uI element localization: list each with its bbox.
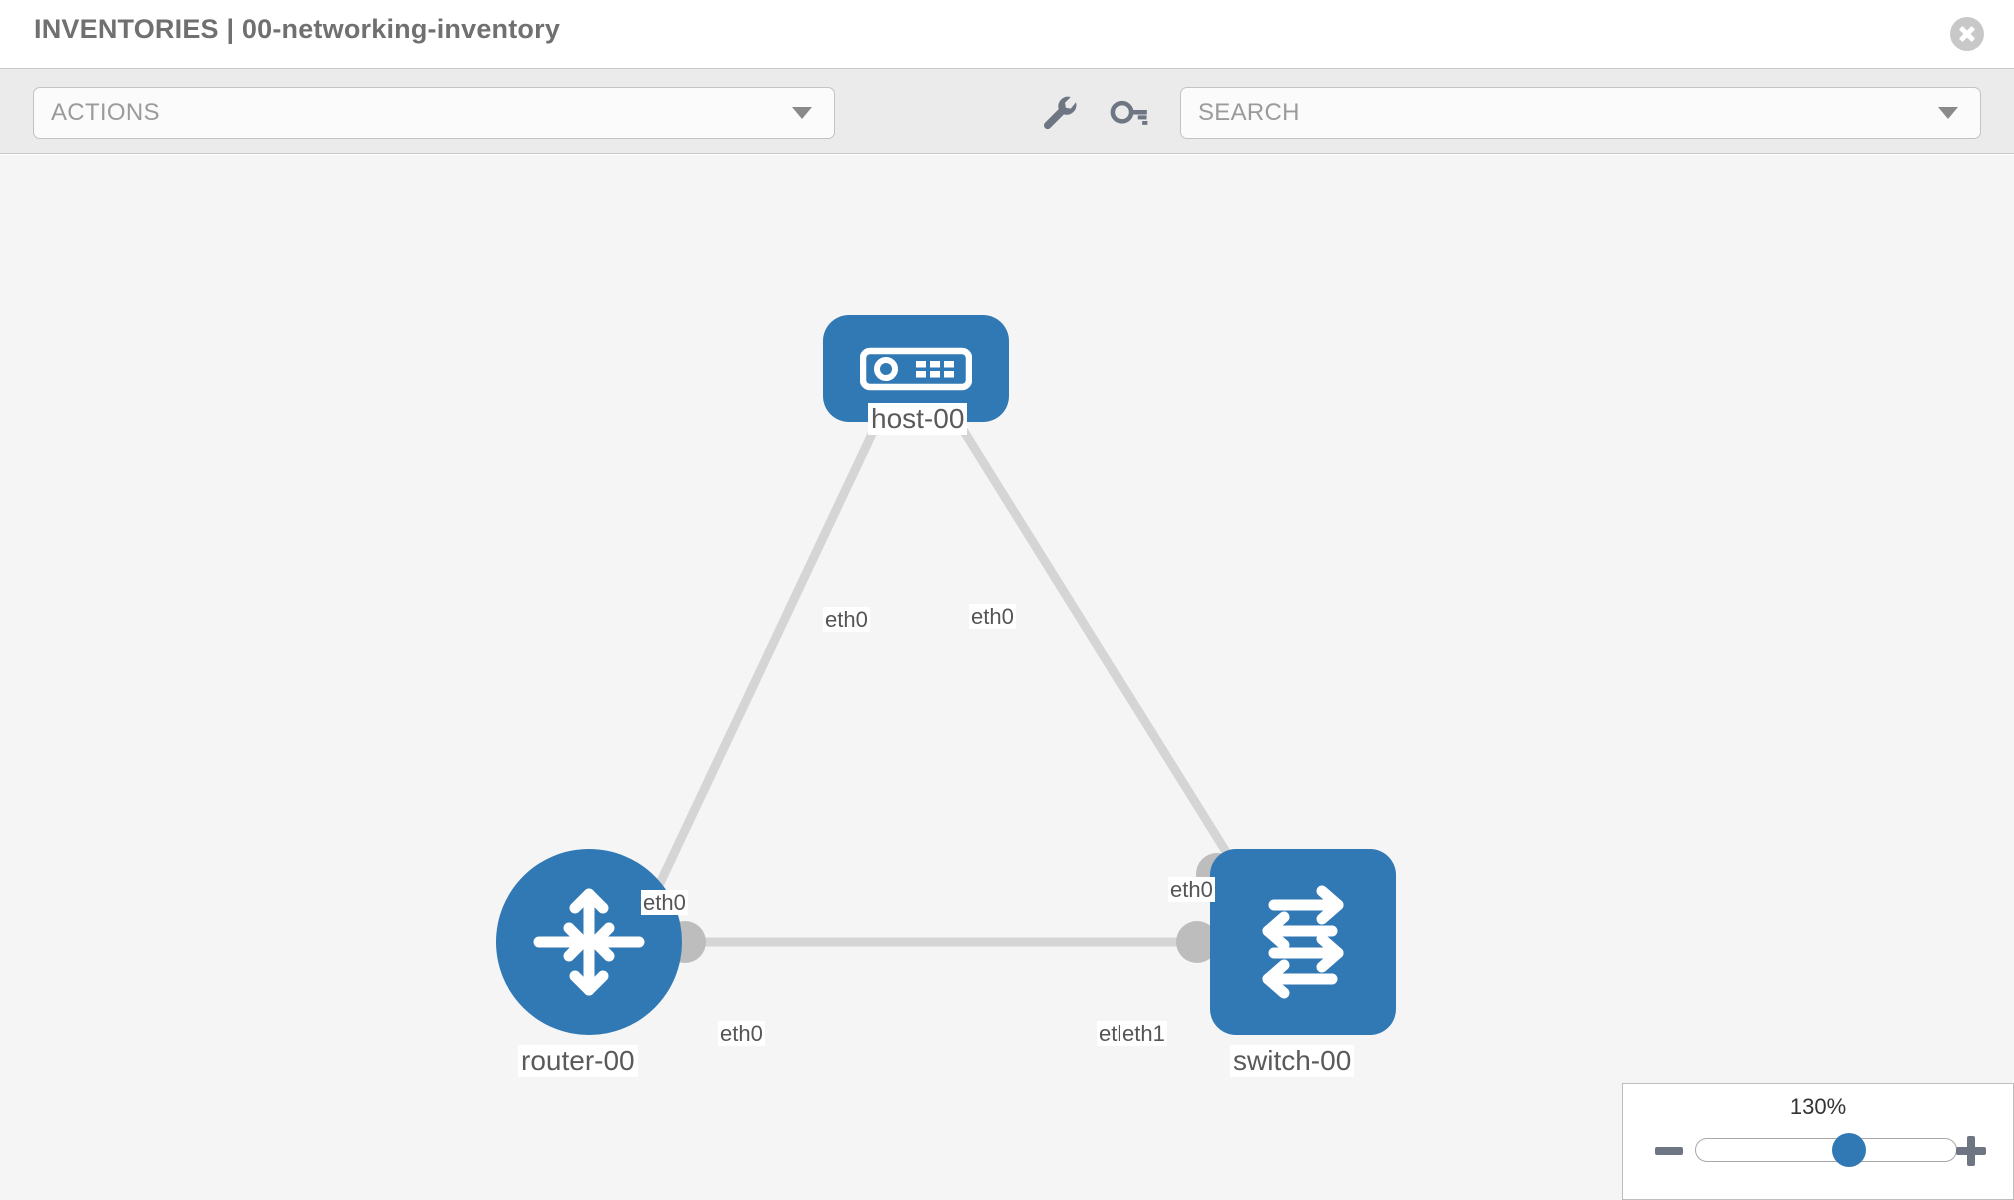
switch-arrows-icon bbox=[1262, 885, 1344, 999]
router-arrows-icon bbox=[533, 888, 645, 996]
actions-dropdown-label: ACTIONS bbox=[51, 99, 160, 126]
topology-node-switch-00[interactable]: switch-00 bbox=[1210, 849, 1396, 1078]
router-node-shape[interactable] bbox=[496, 849, 682, 1035]
toolbar: ACTIONS SEARCH bbox=[0, 68, 2014, 154]
zoom-control-panel: 130% bbox=[1622, 1083, 2014, 1200]
edge-label-host-switch-port: eth0 bbox=[969, 604, 1016, 630]
plus-icon[interactable] bbox=[1953, 1133, 1989, 1169]
close-icon[interactable] bbox=[1950, 17, 1984, 51]
search-placeholder: SEARCH bbox=[1198, 99, 1300, 126]
topology-links bbox=[640, 414, 1237, 947]
wrench-icon[interactable] bbox=[1040, 93, 1082, 135]
topology-node-host-00[interactable]: host-00 bbox=[823, 315, 1009, 436]
zoom-level-label: 130% bbox=[1789, 1094, 1847, 1119]
page-header: INVENTORIES | 00-networking-inventory bbox=[0, 0, 2014, 68]
page-title: INVENTORIES | 00-networking-inventory bbox=[34, 14, 561, 44]
edge-label-switch-router-port: eth1 bbox=[1120, 1021, 1167, 1047]
zoom-slider[interactable] bbox=[1695, 1133, 1957, 1167]
server-appliance-icon bbox=[860, 347, 972, 390]
edge-label-host-router-port: eth0 bbox=[823, 607, 870, 633]
chevron-down-icon bbox=[792, 107, 812, 119]
edge-label-router-switch-port: eth0 bbox=[718, 1021, 765, 1047]
link-host00-router00 bbox=[640, 415, 885, 917]
actions-dropdown[interactable]: ACTIONS bbox=[33, 87, 835, 139]
key-icon[interactable] bbox=[1108, 93, 1150, 135]
edge-label-router-host-port: eth0 bbox=[641, 890, 688, 916]
node-label-switch-00: switch-00 bbox=[1230, 1045, 1355, 1078]
zoom-slider-thumb[interactable] bbox=[1832, 1133, 1867, 1167]
node-label-router-00: router-00 bbox=[518, 1045, 638, 1078]
topology-node-router-00[interactable]: router-00 bbox=[496, 849, 682, 1078]
topology-canvas[interactable]: host-00 bbox=[0, 155, 2014, 1200]
minus-icon[interactable] bbox=[1655, 1147, 1683, 1155]
plus-icon-vertical bbox=[1967, 1136, 1975, 1166]
switch-node-shape[interactable] bbox=[1210, 849, 1396, 1035]
link-host00-switch00 bbox=[951, 414, 1237, 866]
search-input[interactable]: SEARCH bbox=[1180, 87, 1981, 139]
node-label-host-00: host-00 bbox=[868, 403, 968, 436]
edge-label-switch-host-port: eth0 bbox=[1168, 877, 1215, 903]
chevron-down-icon[interactable] bbox=[1938, 107, 1958, 119]
